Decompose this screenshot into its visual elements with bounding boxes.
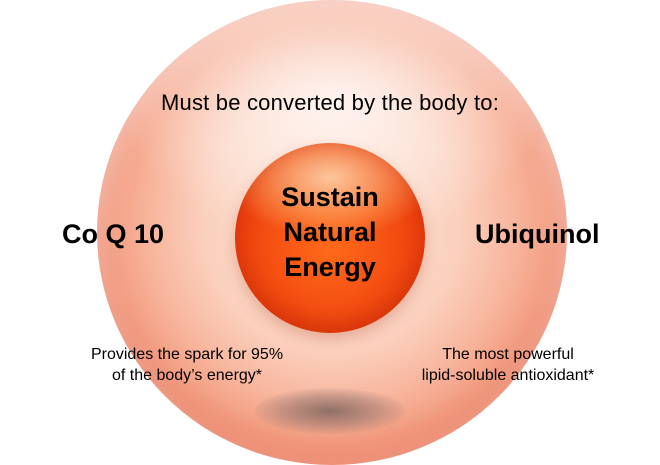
coq10-label: Co Q 10 [62, 219, 165, 249]
caption-line: Provides the spark for 95% [90, 346, 284, 363]
coq10-caption: Provides the spark for 95% of the body’s… [40, 344, 334, 386]
ubiquinol-label: Ubiquinol [475, 219, 600, 249]
core-label-line: Natural [283, 217, 377, 247]
ubiquinol-caption: The most powerful lipid-soluble antioxid… [370, 344, 646, 386]
diagram-title: Must be converted by the body to: [160, 90, 500, 115]
core-label: Sustain Natural Energy [235, 180, 425, 285]
caption-line: lipid-soluble antioxidant* [421, 367, 595, 384]
core-label-line: Energy [284, 252, 376, 282]
sphere-shadow [255, 388, 405, 434]
core-label-line: Sustain [281, 182, 379, 212]
caption-line: The most powerful [442, 346, 574, 363]
caption-line: of the body’s energy* [111, 367, 263, 384]
core-sphere [235, 143, 425, 333]
